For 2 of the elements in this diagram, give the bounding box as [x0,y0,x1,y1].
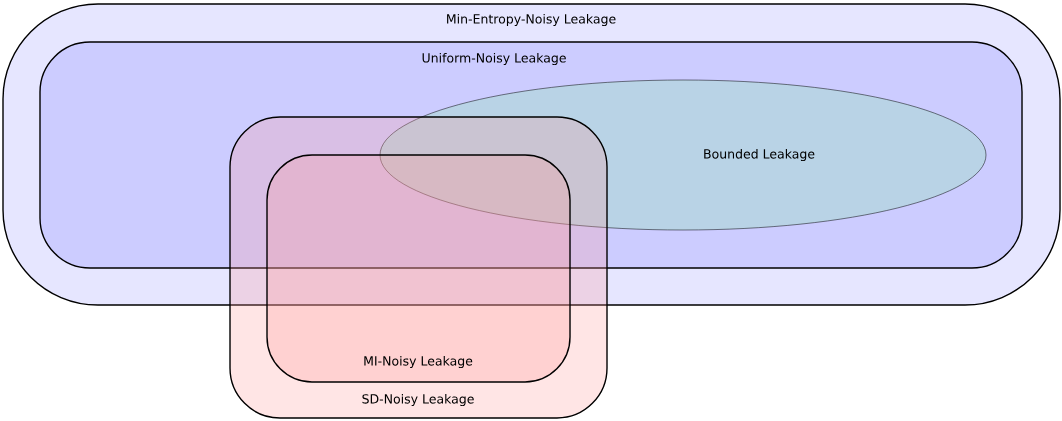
ellipse-region: Bounded Leakage [379,79,987,231]
rounded-region: MI-Noisy Leakage [266,154,571,383]
